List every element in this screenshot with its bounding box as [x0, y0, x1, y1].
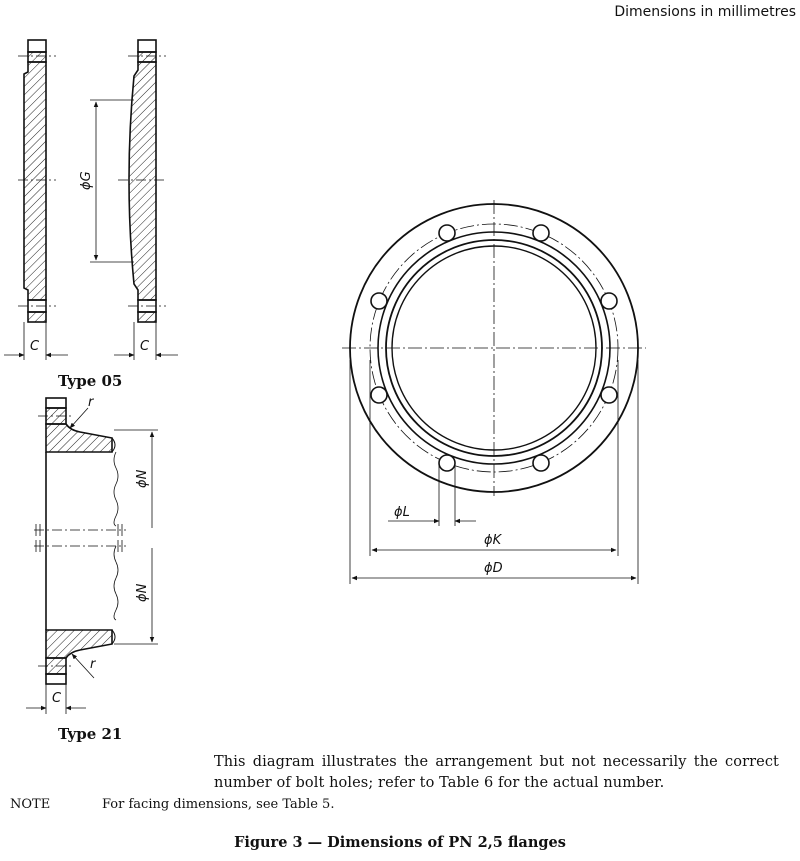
note-tag: NOTE [10, 797, 51, 812]
type21-c-label: C [52, 691, 62, 706]
facing-note: NOTE For facing dimensions, see Table 5. [10, 797, 334, 812]
type05-c-right-label: C [140, 339, 150, 354]
flange-plan-view: ϕL ϕK ϕD [342, 200, 646, 584]
type21-radius-bottom-label: r [90, 657, 97, 672]
type21-radius-top-label: r [88, 395, 95, 410]
type05-c-left-label: C [30, 339, 40, 354]
plan-dia-k-label: ϕK [484, 533, 503, 548]
type21-dia-n-bottom-label: ϕN [135, 583, 150, 602]
diagram-note: This diagram illustrates the arrangement… [214, 754, 779, 791]
note-text: For facing dimensions, see Table 5. [102, 797, 335, 812]
type21-dia-n-top-label: ϕN [135, 469, 150, 488]
type05-dia-g-label: ϕG [79, 171, 94, 190]
plan-dia-l-label: ϕL [394, 505, 410, 520]
figure-caption: Figure 3 — Dimensions of PN 2,5 flanges [234, 834, 566, 851]
units-note: Dimensions in millimetres [614, 4, 796, 20]
type05-flat-section: C [4, 39, 68, 360]
plan-dia-d-label: ϕD [484, 561, 503, 576]
type21-section: r r ϕN ϕN C [26, 395, 158, 714]
type05-dished-section: ϕG C [79, 39, 178, 360]
type21-label: Type 21 [58, 725, 122, 743]
type05-label: Type 05 [58, 372, 122, 390]
bolt-holes [370, 224, 618, 472]
